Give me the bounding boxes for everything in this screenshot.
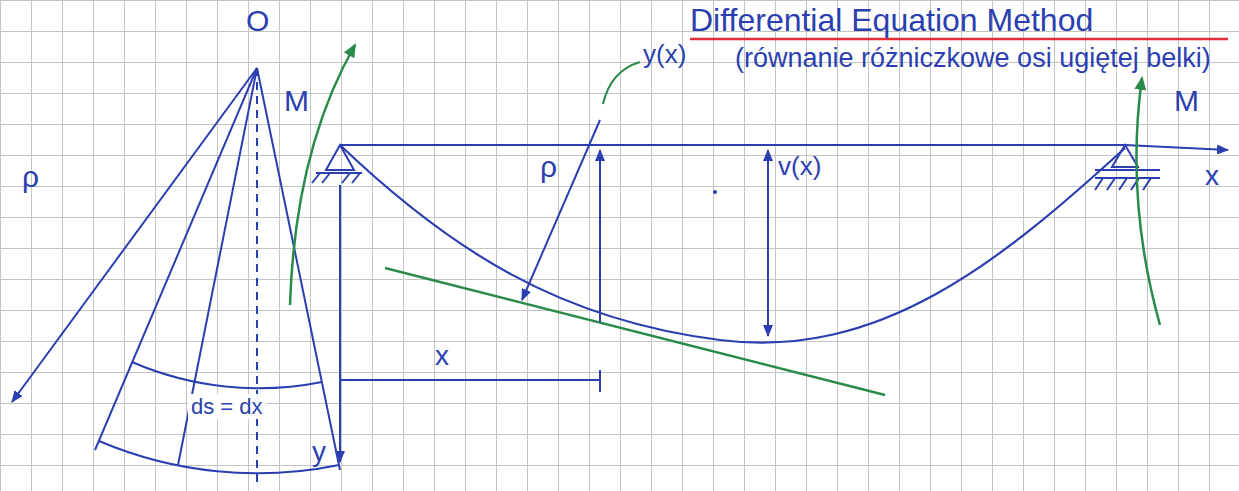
leader-line <box>603 62 640 104</box>
deflection-arrow <box>767 150 769 336</box>
radius-arrow <box>522 120 600 300</box>
symbol-label: ρ <box>22 160 39 195</box>
axis-label: x <box>1205 160 1219 192</box>
moment-label: M <box>284 84 309 119</box>
axis-label: y <box>312 436 326 468</box>
beam-axis <box>340 145 1228 150</box>
point-label: O <box>246 4 269 39</box>
ordinate-line <box>599 150 601 322</box>
arc-label: ds = dx <box>188 394 266 419</box>
title-underline <box>690 38 1228 41</box>
dimension-label: x <box>435 340 449 372</box>
moment-label: M <box>1174 84 1199 119</box>
dot <box>713 190 717 194</box>
deflection-curve <box>340 145 1125 343</box>
tangent-line <box>385 268 885 395</box>
dimension-line <box>340 185 600 462</box>
deflection-label: v(x) <box>778 152 821 182</box>
title: Differential Equation Method <box>690 2 1093 39</box>
moment-arrow <box>1136 78 1160 325</box>
pin-support <box>312 145 362 183</box>
ordinate-label: y(x) <box>643 40 686 70</box>
subtitle: (równanie różniczkowe osi ugiętej belki) <box>735 42 1230 74</box>
symbol-label: ρ <box>540 150 557 185</box>
